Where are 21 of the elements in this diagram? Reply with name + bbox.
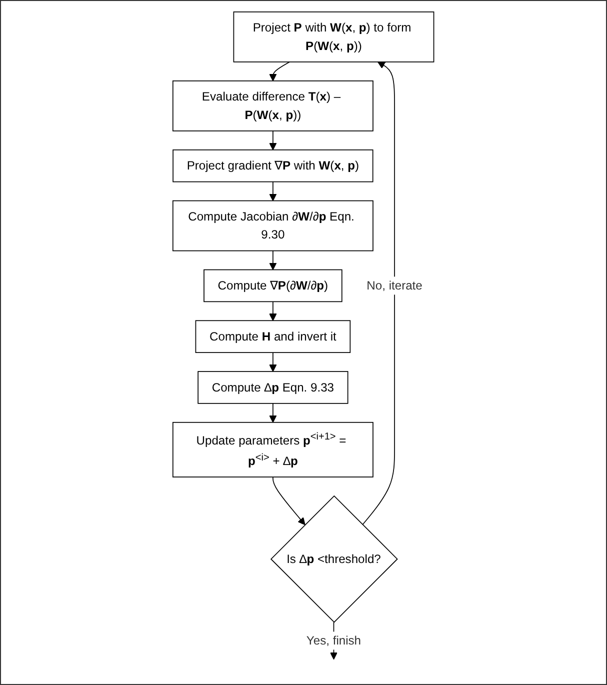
arrow xyxy=(269,250,277,270)
node-box xyxy=(172,149,374,182)
node-box xyxy=(233,11,434,62)
arrow xyxy=(269,352,277,372)
node-diamond xyxy=(270,495,398,623)
node-box xyxy=(204,269,342,302)
arrow xyxy=(269,130,277,150)
node-box xyxy=(198,371,348,404)
node-box xyxy=(195,320,351,353)
arrow xyxy=(269,181,277,202)
arrow xyxy=(272,476,306,526)
arrow xyxy=(269,403,277,423)
node-box xyxy=(172,80,374,132)
edge-label: No, iterate xyxy=(366,278,423,292)
arrow xyxy=(362,62,396,526)
node-box xyxy=(172,200,374,252)
arrow xyxy=(269,301,277,321)
arrow xyxy=(269,62,290,82)
flowchart: No, iterate Yes, finish Project P with W(x, p) to form P(W(x, p)) Evaluate difference T(x) – P(W(x, p)) Project gradient ∇P with W(x, p) Compute Jacobian ∂W/∂p Eqn. 9.30 Compute ∇P(∂W/∂p) Compute H and invert it Compute ∆p Eqn. 9.33 Update parameters p$^{<i+1>}$ = p$^{<i>}$ + ∆p Is ∆p <threshold? xyxy=(166,5,441,680)
edge-label: Yes, finish xyxy=(306,633,362,648)
node-box xyxy=(172,422,374,478)
